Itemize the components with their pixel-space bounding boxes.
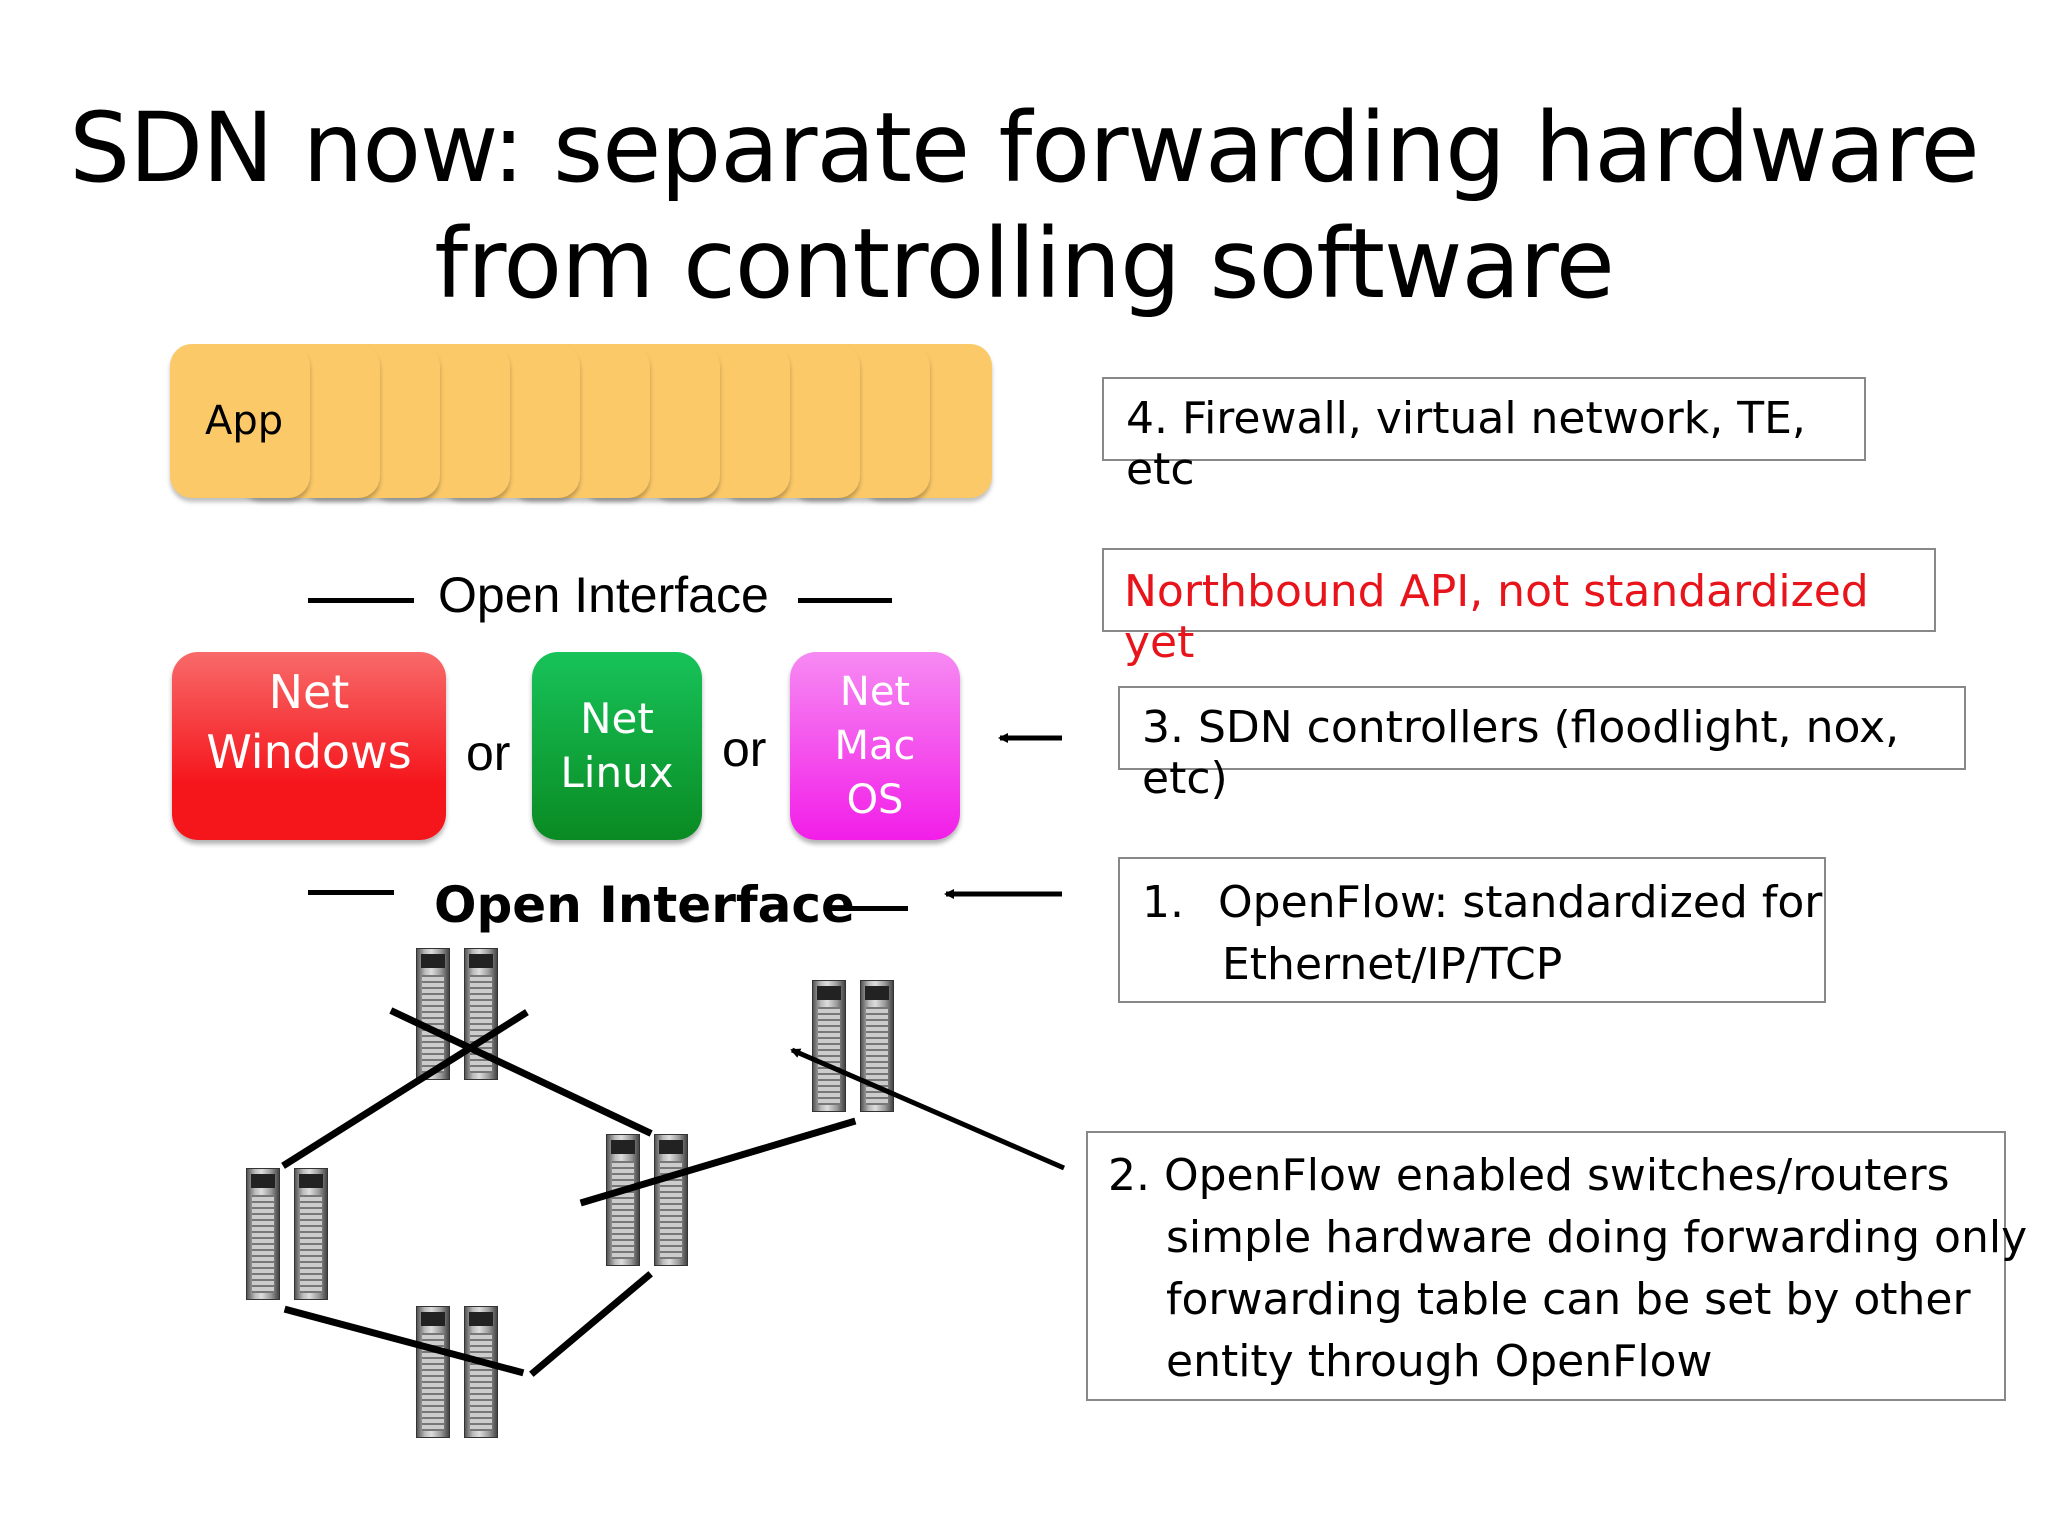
app-label: App bbox=[205, 398, 284, 444]
net-linux-line1: Net bbox=[580, 694, 654, 743]
server-rack-icon bbox=[464, 948, 498, 1080]
link-line bbox=[529, 1271, 653, 1377]
openflow-number: 1. bbox=[1142, 877, 1184, 928]
net-mac-os-block: Net Mac OS bbox=[790, 652, 960, 840]
net-windows-line2: Windows bbox=[206, 725, 412, 779]
interface-dash bbox=[308, 890, 394, 895]
net-mac-line1: Net bbox=[839, 669, 911, 715]
openflow-line2: Ethernet/IP/TCP bbox=[1222, 939, 1563, 990]
open-interface-bottom: Open Interface bbox=[434, 876, 855, 934]
openflow-box: 1. OpenFlow: standardized for Ethernet/I… bbox=[1118, 857, 1826, 1003]
switches-line4: entity through OpenFlow bbox=[1166, 1336, 1713, 1387]
title-line-1: SDN now: separate forwarding hardware bbox=[69, 92, 1979, 204]
net-windows-line1: Net bbox=[268, 665, 350, 719]
server-rack-icon bbox=[654, 1134, 688, 1266]
server-rack-icon bbox=[416, 948, 450, 1080]
net-linux-block: Net Linux bbox=[532, 652, 702, 840]
net-mac-line3: OS bbox=[846, 777, 904, 823]
interface-dash bbox=[824, 906, 908, 911]
title-line-2: from controlling software bbox=[434, 208, 1615, 320]
northbound-text: Northbound API, not standardized yet bbox=[1124, 566, 1869, 668]
firewall-text: 4. Firewall, virtual network, TE, etc bbox=[1126, 393, 1806, 495]
firewall-box: 4. Firewall, virtual network, TE, etc bbox=[1102, 377, 1866, 495]
switches-box: 2. OpenFlow enabled switches/routers sim… bbox=[1086, 1131, 2027, 1401]
server-rack-icon bbox=[860, 980, 894, 1112]
server-rack-icon bbox=[294, 1168, 328, 1300]
or-label: or bbox=[722, 721, 767, 777]
or-label: or bbox=[466, 725, 511, 781]
interface-dash bbox=[308, 598, 414, 603]
controllers-box: 3. SDN controllers (floodlight, nox, etc… bbox=[1118, 686, 1966, 804]
switches-line2: simple hardware doing forwarding only bbox=[1166, 1212, 2028, 1263]
switches-line3: forwarding table can be set by other bbox=[1166, 1274, 1971, 1325]
controllers-text: 3. SDN controllers (floodlight, nox, etc… bbox=[1142, 702, 1900, 804]
server-rack-icon bbox=[416, 1306, 450, 1438]
open-interface-top: Open Interface bbox=[438, 567, 769, 623]
interface-dash bbox=[798, 598, 892, 603]
server-rack-icon bbox=[246, 1168, 280, 1300]
switches-line1: 2. OpenFlow enabled switches/routers bbox=[1108, 1150, 1950, 1201]
net-linux-line2: Linux bbox=[560, 748, 674, 797]
openflow-line1: OpenFlow: standardized for bbox=[1218, 877, 1823, 928]
app-card-front bbox=[170, 344, 310, 498]
server-rack-icon bbox=[464, 1306, 498, 1438]
northbound-box: Northbound API, not standardized yet bbox=[1102, 548, 1936, 668]
server-rack-icon bbox=[812, 980, 846, 1112]
net-mac-line2: Mac bbox=[834, 723, 916, 769]
server-rack-icon bbox=[606, 1134, 640, 1266]
slide-title: SDN now: separate forwarding hardware fr… bbox=[0, 90, 2048, 322]
net-windows-block: Net Windows bbox=[172, 652, 446, 840]
